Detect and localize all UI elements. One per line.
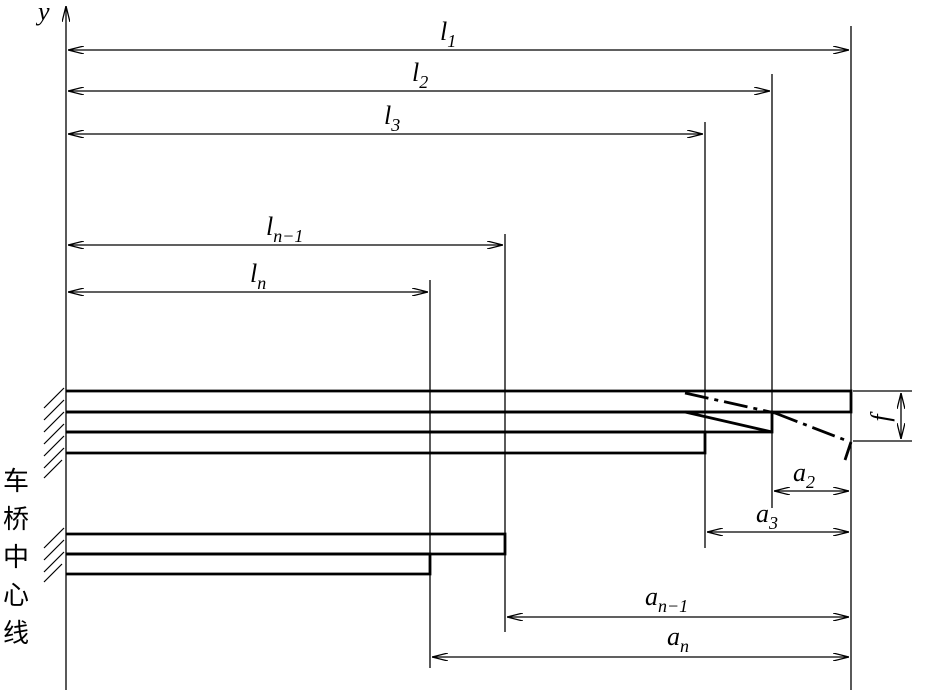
caption-char-4: 心: [3, 581, 29, 611]
leaf-n-1: [66, 532, 507, 556]
y-axis-label: y: [35, 0, 50, 26]
dim-label-ln: ln: [250, 259, 266, 293]
dim-label-l2: l2: [412, 58, 428, 92]
dim-label-f: f: [866, 411, 895, 422]
dim-label-an: an: [667, 622, 689, 656]
caption-char-2: 桥: [3, 505, 29, 535]
dim-label-an1: an−1: [645, 582, 688, 616]
leaf-2-deflected-edge: [684, 410, 773, 434]
caption-char-1: 车: [3, 467, 29, 497]
caption-char-3: 中: [3, 543, 29, 573]
dim-label-l3: l3: [384, 101, 400, 135]
fixed-support-hatch-lower: [43, 527, 65, 583]
dim-label-a2: a2: [793, 458, 815, 492]
leaf-1: [66, 389, 853, 414]
dim-label-l1: l1: [440, 17, 456, 51]
leaf-n: [66, 552, 432, 576]
fixed-support-hatch-upper: [43, 387, 65, 479]
dim-label-ln1: ln−1: [266, 212, 303, 246]
leaf-deflected-dashdot-1: [684, 391, 776, 415]
leaf-3: [66, 430, 707, 455]
caption-char-5: 线: [3, 619, 29, 649]
leaf-deflected-end-cap: [843, 441, 853, 461]
leaf-2-straight: [66, 410, 774, 434]
dim-label-a3: a3: [756, 499, 778, 533]
leaf-deflected-dashdot-2: [774, 411, 846, 442]
